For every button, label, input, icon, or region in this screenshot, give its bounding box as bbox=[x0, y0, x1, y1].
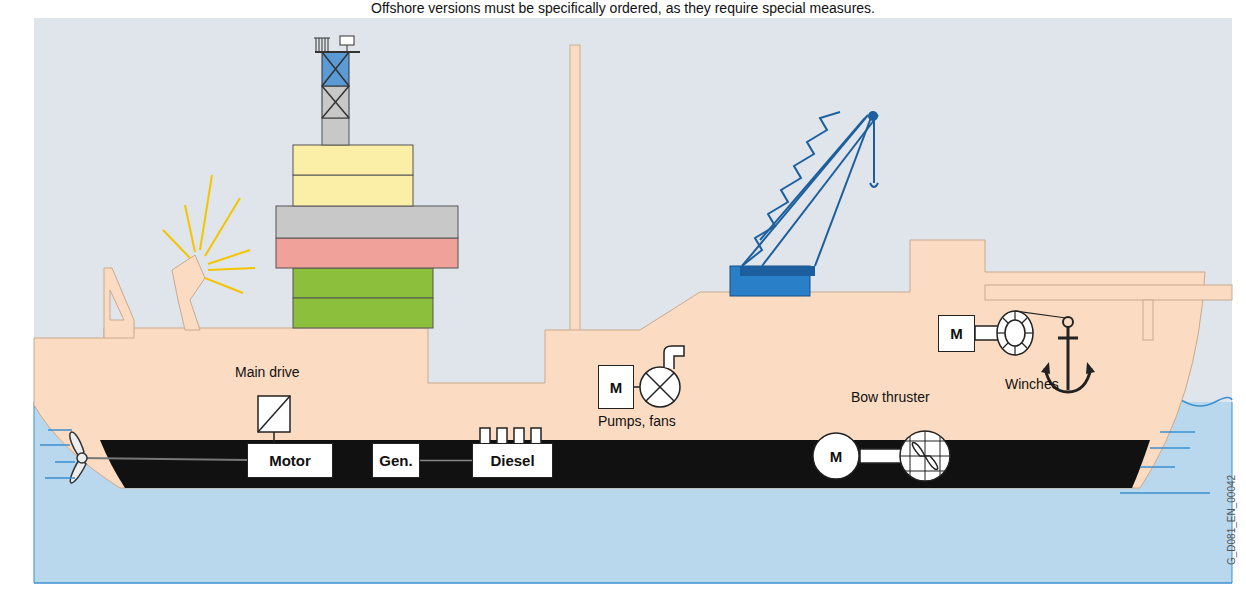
part-label: Main drive bbox=[235, 364, 300, 380]
winch-motor-box: M bbox=[938, 315, 975, 352]
diesel-box: Diesel bbox=[472, 443, 553, 478]
node-text: M bbox=[946, 325, 967, 342]
motor-box: Motor bbox=[247, 443, 333, 478]
pump-motor-box: M bbox=[598, 365, 634, 409]
thruster-motor-circle: M bbox=[812, 432, 860, 480]
generator-box: Gen. bbox=[372, 443, 420, 478]
part-label: Pumps, fans bbox=[598, 413, 676, 429]
node-text: M bbox=[826, 448, 847, 465]
watermark: G_D081_EN_00042 bbox=[1226, 475, 1237, 565]
node-text: Motor bbox=[265, 452, 315, 469]
node-text: M bbox=[606, 379, 627, 396]
part-label: Bow thruster bbox=[851, 389, 930, 405]
part-label: Winches bbox=[1005, 376, 1059, 392]
node-text: Gen. bbox=[375, 452, 416, 469]
node-text: Diesel bbox=[486, 452, 538, 469]
note-text: Offshore versions must be specifically o… bbox=[371, 0, 875, 16]
wire-connector bbox=[420, 460, 472, 461]
